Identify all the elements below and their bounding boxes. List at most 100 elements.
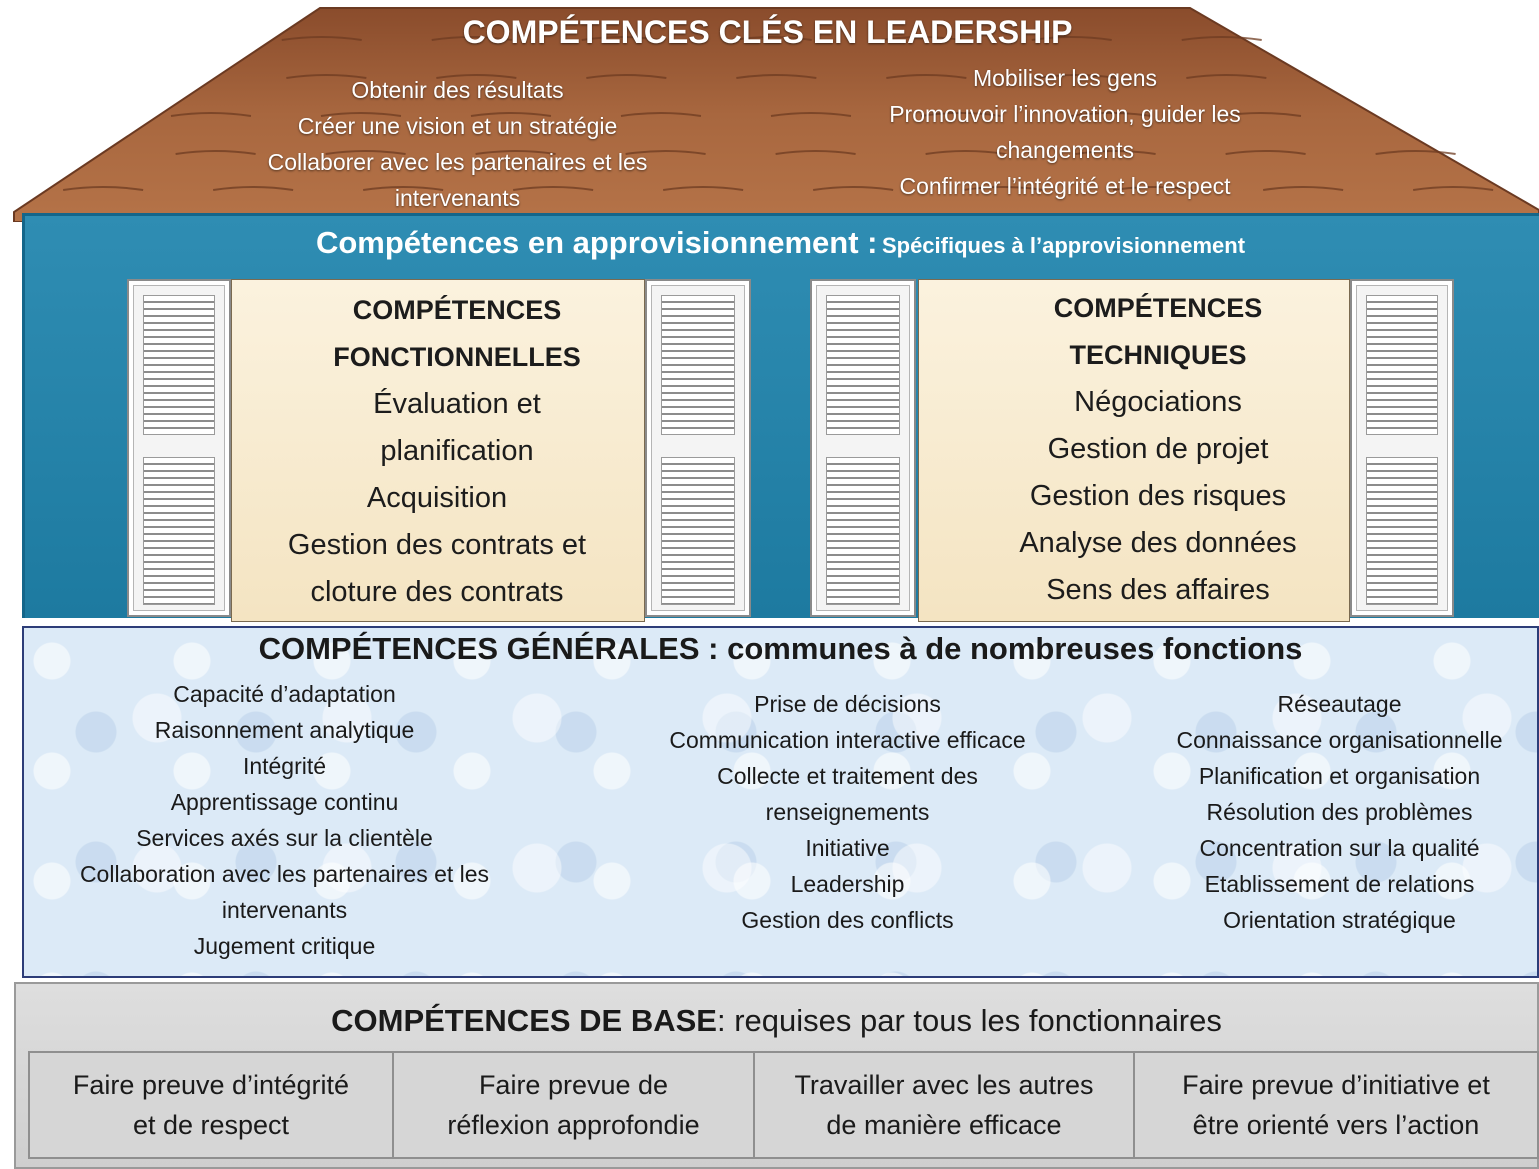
roof-shingle	[962, 186, 1044, 191]
base-cell-line: de manière efficace	[826, 1110, 1062, 1140]
general-item: Connaissance organisationnelle	[1176, 727, 1503, 753]
roof-shingle	[925, 150, 1006, 155]
technical-competencies: COMPÉTENCES TECHNIQUES Négociations Gest…	[918, 285, 1398, 614]
general-item: Gestion des conflicts	[741, 907, 954, 933]
roof-shingle	[620, 112, 702, 117]
roof-shingle	[770, 112, 852, 117]
base-title-bold: COMPÉTENCES DE BASE	[331, 1003, 717, 1038]
roof-shingle	[886, 74, 967, 79]
technical-item: Gestion de projet	[1047, 433, 1269, 465]
general-item: Collecte et traitement des	[717, 763, 978, 789]
window-shutter	[645, 279, 751, 617]
roof-shingle	[436, 74, 517, 79]
general-item: renseignements	[765, 799, 930, 825]
general-item: intervenants	[221, 897, 348, 923]
base-cell-line: être orienté vers l’action	[1192, 1110, 1480, 1140]
base-cell-line: Faire prevue d’initiative et	[1182, 1070, 1490, 1100]
general-item: Collaboration avec les partenaires et le…	[79, 861, 490, 887]
window-shutter	[1350, 279, 1454, 617]
roof-shingle	[625, 150, 706, 155]
general-item: Etablissement de relations	[1204, 871, 1475, 897]
general-column-2: Prise de décisions Communication interac…	[600, 686, 1095, 938]
roof-shingle	[62, 186, 144, 191]
technical-panel	[918, 279, 1350, 622]
base-cell: Faire prevue de réflexion approfondie	[392, 1051, 755, 1159]
base-cell-line: Faire preuve d’intégrité	[72, 1070, 350, 1100]
roof-shingle	[362, 186, 444, 191]
procurement-title-main: Compétences en approvisionnement :	[315, 225, 878, 260]
general-column-1: Capacité d’adaptation Raisonnement analy…	[22, 676, 547, 964]
leadership-item: Confirmer l’intégrité et le respect	[899, 173, 1231, 199]
general-item: Planification et organisation	[1198, 763, 1481, 789]
roof-shingle	[731, 36, 812, 41]
leadership-right-list: Mobiliser les gens Promouvoir l’innovati…	[820, 60, 1310, 204]
general-item: Communication interactive efficace	[669, 727, 1026, 753]
functional-item: Gestion des contrats et	[287, 529, 587, 561]
functional-item: Acquisition	[366, 482, 508, 514]
leadership-item: Promouvoir l’innovation, guider les	[889, 101, 1241, 127]
general-item: Orientation stratégique	[1223, 907, 1456, 933]
leadership-title: COMPÉTENCES CLÉS EN LEADERSHIP	[462, 14, 1073, 50]
window-shutter	[127, 279, 231, 617]
roof-shingle	[286, 74, 367, 79]
roof-shingle	[320, 112, 402, 117]
roof-shingle	[1375, 150, 1456, 155]
general-item: Leadership	[790, 871, 905, 897]
technical-item: Gestion des risques	[1029, 480, 1287, 512]
roof-shingle	[325, 150, 406, 155]
roof-shingle	[212, 186, 294, 191]
general-item: Jugement critique	[193, 933, 376, 959]
window-shutter	[810, 279, 916, 617]
general-item: Capacité d’adaptation	[173, 681, 396, 707]
general-item: Réseautage	[1277, 691, 1402, 717]
base-cell: Faire preuve d’intégrité et de respect	[28, 1051, 394, 1159]
roof-shingle	[431, 36, 512, 41]
roof-shingle	[812, 186, 894, 191]
technical-item: Analyse des données	[1019, 527, 1297, 559]
roof-shingle	[1412, 186, 1494, 191]
roof-shingle	[170, 112, 252, 117]
leadership-item: Collaborer avec les partenaires et les	[267, 149, 648, 175]
functional-heading: COMPÉTENCES	[352, 295, 562, 325]
functional-heading: FONCTIONNELLES	[333, 342, 581, 372]
general-item: Initiative	[805, 835, 890, 861]
roof-shingle	[1031, 36, 1112, 41]
general-band	[22, 626, 1539, 978]
base-cell-line: et de respect	[132, 1110, 290, 1140]
leadership-item: Obtenir des résultats	[351, 77, 564, 103]
functional-item: cloture des contrats	[310, 576, 564, 608]
leadership-left-list: Obtenir des résultats Créer une vision e…	[200, 72, 715, 216]
technical-heading: TECHNIQUES	[1069, 340, 1247, 370]
base-cell-line: Faire prevue de	[478, 1070, 669, 1100]
general-item: Raisonnement analytique	[154, 717, 415, 743]
roof-shingle	[736, 74, 817, 79]
base-cell: Travailler avec les autres de manière ef…	[753, 1051, 1135, 1159]
general-item: Intégrité	[242, 753, 327, 779]
roof-shingle	[470, 112, 552, 117]
technical-heading: COMPÉTENCES	[1053, 293, 1263, 323]
procurement-title: Compétences en approvisionnement : Spéci…	[22, 225, 1539, 269]
roof-shingle	[1070, 112, 1152, 117]
procurement-subtitle: Spécifiques à l’approvisionnement	[881, 233, 1246, 258]
general-item: Résolution des problèmes	[1206, 799, 1473, 825]
roof-shingle	[1112, 186, 1194, 191]
roof-shingle	[512, 186, 594, 191]
base-title-rest: : requises par tous les fonctionnaires	[716, 1003, 1222, 1038]
base-cell-line: Travailler avec les autres	[794, 1070, 1094, 1100]
roof-shingle	[175, 150, 256, 155]
roof-shingle	[1225, 150, 1306, 155]
leadership-item: intervenants	[394, 185, 521, 211]
roof-shingle	[662, 186, 744, 191]
general-item: Concentration sur la qualité	[1199, 835, 1480, 861]
roof	[13, 7, 1539, 222]
leadership-item: Créer une vision et un stratégie	[297, 113, 618, 139]
roof-shingle	[1262, 186, 1344, 191]
functional-item: planification	[380, 435, 534, 467]
technical-item: Négociations	[1074, 386, 1242, 418]
roof-shingle	[581, 36, 662, 41]
roof-shingle	[586, 74, 667, 79]
leadership-item: changements	[995, 137, 1135, 163]
roof-shingle	[281, 36, 362, 41]
roof-shingle	[881, 36, 962, 41]
functional-competencies: COMPÉTENCES FONCTIONNELLES Évaluation et…	[231, 287, 643, 616]
